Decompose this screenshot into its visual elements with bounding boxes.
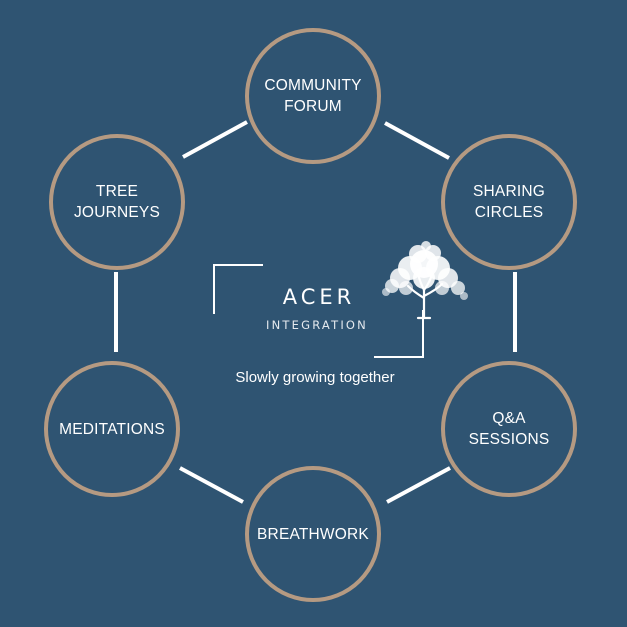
node-breathwork: BREATHWORK xyxy=(245,466,381,602)
logo-frame-top-left xyxy=(213,264,263,314)
node-meditations: MEDITATIONS xyxy=(44,361,180,497)
tree-icon xyxy=(382,241,468,320)
node-tree-journeys: TREE JOURNEYS xyxy=(49,134,185,270)
node-breathwork-label: BREATHWORK xyxy=(257,525,369,543)
node-community-forum: COMMUNITY FORUM xyxy=(245,28,381,164)
node-qa-sessions: Q&A SESSIONS xyxy=(441,361,577,497)
node-meditations-label: MEDITATIONS xyxy=(59,420,165,438)
tagline: Slowly growing together xyxy=(235,369,395,386)
node-sharing-circles-label: SHARING CIRCLES xyxy=(472,183,546,221)
logo-frame-bottom-right xyxy=(374,310,424,358)
node-tree-journeys-label: TREE JOURNEYS xyxy=(73,183,160,221)
node-sharing-circles: SHARING CIRCLES xyxy=(441,134,577,270)
node-qa-sessions-label: Q&A SESSIONS xyxy=(468,410,550,448)
logo-subtitle: INTEGRATION xyxy=(266,318,368,332)
connector-qa-breathwork xyxy=(386,466,451,504)
connector-community-sharing xyxy=(384,121,450,160)
connector-tree-community xyxy=(182,120,248,159)
logo-name: ACER xyxy=(282,285,356,309)
node-community-forum-label: COMMUNITY FORUM xyxy=(264,77,362,115)
connector-breathwork-meditations xyxy=(179,466,244,504)
